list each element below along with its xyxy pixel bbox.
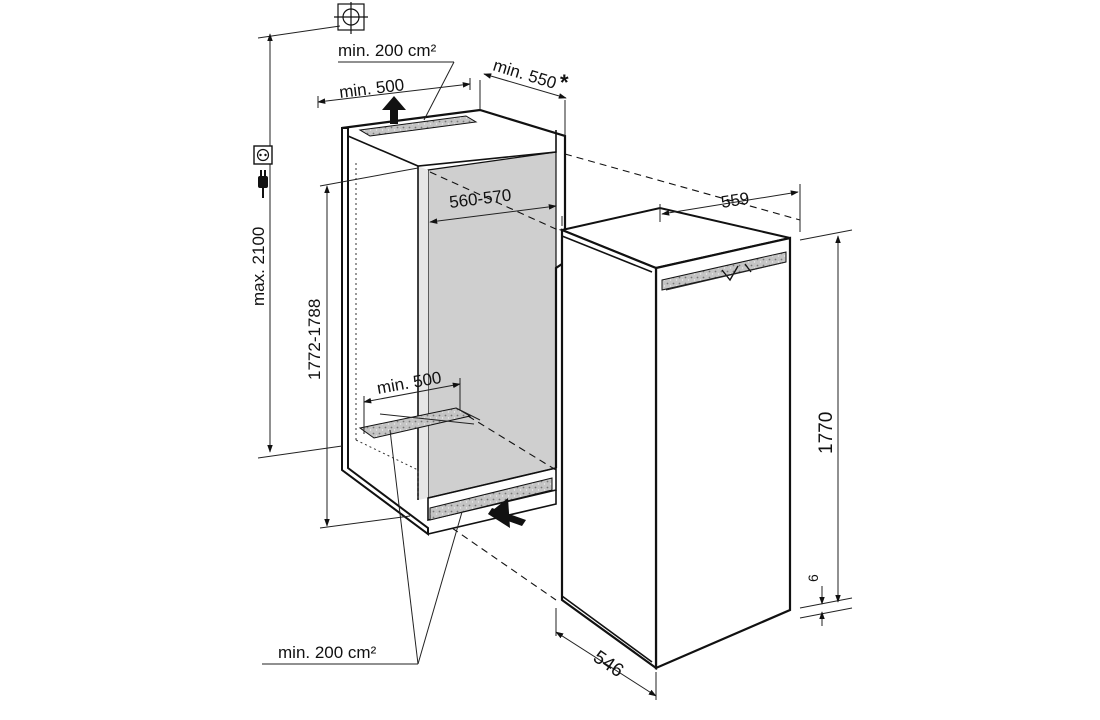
- niche-interior-side: [418, 166, 428, 500]
- dim-niche-depth: [483, 73, 567, 99]
- niche-cabinet: [341, 96, 567, 536]
- label-appliance-depth: 546: [589, 647, 627, 682]
- dim-appliance-depth: [555, 631, 657, 697]
- crosshair-circle-icon: [334, 2, 368, 34]
- leader-top-vent-area: [423, 61, 455, 121]
- appliance-side-inner-top: [561, 235, 653, 273]
- trim-line: [665, 261, 787, 291]
- dimension-lines: [262, 33, 841, 697]
- airflow-plinth-arrow: [488, 498, 526, 528]
- hinge-mark-left: [721, 265, 739, 282]
- label-max-height: max. 2100: [249, 227, 268, 306]
- plinth-vent-grille: [429, 477, 553, 521]
- appliance-front: [654, 236, 792, 670]
- niche-floor: [341, 469, 557, 535]
- label-niche-height: 1772-1788: [305, 299, 324, 380]
- bottom-vent-opening: [358, 407, 472, 439]
- label-top-vent-area: min. 200 cm²: [338, 41, 437, 60]
- top-vent-opening: [358, 115, 478, 137]
- niche-inner-top: [347, 130, 557, 167]
- label-niche-depth-note: *: [560, 70, 569, 95]
- label-bottom-vent-area: min. 200 cm²: [278, 643, 377, 662]
- appliance: [558, 206, 792, 671]
- label-appliance-height: 1770: [816, 412, 837, 454]
- dim-top-vent-width: [317, 82, 471, 104]
- power-plug-icon: [258, 170, 268, 198]
- niche-front-frame: [341, 127, 429, 536]
- label-niche-depth: min. 550: [491, 56, 559, 93]
- dim-bottom-vent-width: [363, 382, 461, 404]
- niche-top-edge: [341, 108, 567, 262]
- label-plinth-gap: 6: [805, 574, 821, 582]
- power-socket-icon: [253, 145, 273, 165]
- dim-niche-width: [429, 204, 557, 224]
- niche-floor-dotted: [355, 439, 419, 500]
- appliance-side: [560, 228, 658, 671]
- label-appliance-width: 559: [720, 189, 751, 212]
- dim-appliance-width: [661, 190, 799, 216]
